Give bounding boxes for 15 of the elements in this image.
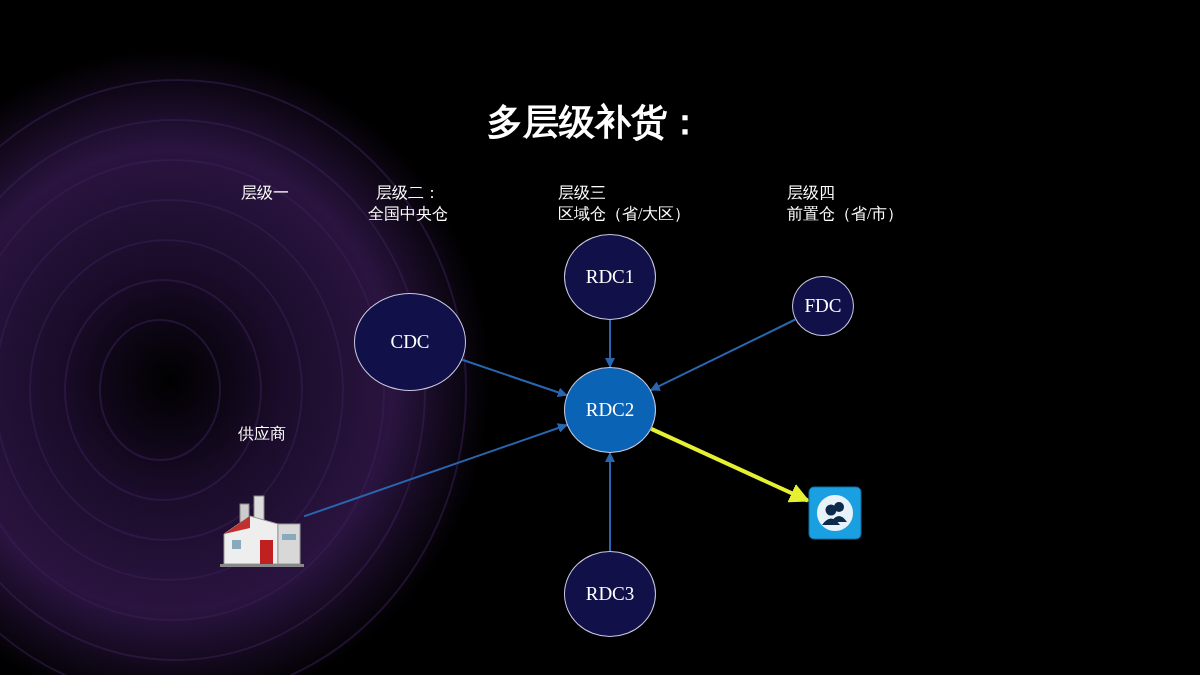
arrow	[650, 427, 810, 503]
tier-label: 层级四	[787, 183, 835, 203]
arrow	[649, 318, 797, 392]
arrow	[303, 423, 568, 518]
tier-label: 层级二：	[376, 183, 440, 203]
tier-label: 层级一	[241, 183, 289, 203]
node-label: 供应商	[237, 424, 287, 444]
arrow	[461, 358, 568, 398]
slide-title: 多层级补货：	[486, 100, 704, 144]
tier-label: 全国中央仓	[368, 204, 448, 224]
tier-label: 区域仓（省/大区）	[558, 204, 691, 224]
arrow	[605, 319, 615, 368]
tier-label: 层级三	[558, 183, 606, 203]
tier-label: 前置仓（省/市）	[787, 204, 904, 224]
arrow	[605, 452, 615, 552]
